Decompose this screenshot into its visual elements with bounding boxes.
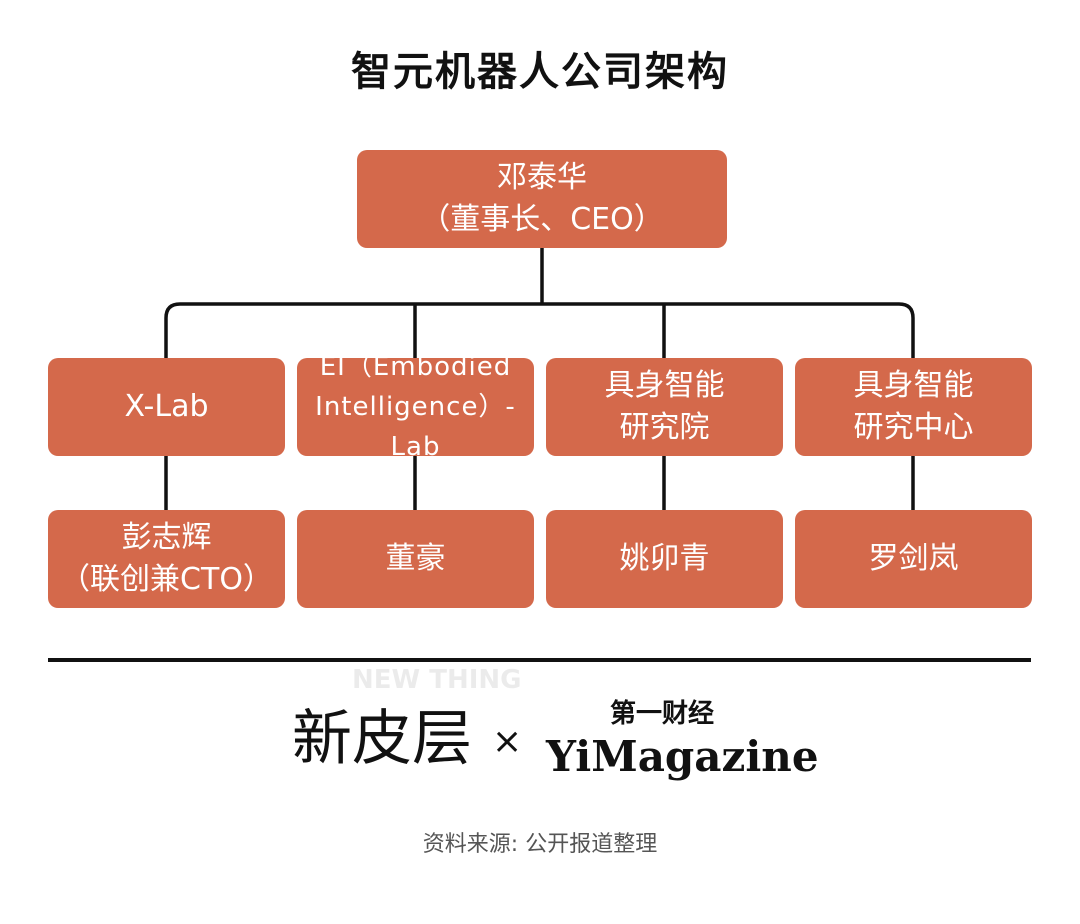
lead-role: （联创兼CTO） (60, 562, 273, 597)
branch-connector (164, 302, 915, 358)
lead-node: 董豪 (297, 510, 534, 608)
unit-label: 具身智能 (853, 368, 974, 403)
unit-node-x-lab: X-Lab (48, 358, 285, 456)
unit-label: X-Lab (124, 389, 209, 424)
yicai-logo-cn: 第一财经 (610, 699, 715, 729)
lead-name: 罗剑岚 (868, 541, 959, 576)
lead-node: 罗剑岚 (795, 510, 1032, 608)
yimagazine-logo: YiMagazine (546, 732, 819, 781)
unit-node-center: 具身智能 研究中心 (795, 358, 1032, 456)
root-role: （董事长、CEO） (420, 202, 664, 237)
unit-node-ei-lab: EI（Embodied Intelligence）-Lab (297, 352, 534, 462)
lead-node: 彭志辉 （联创兼CTO） (48, 510, 285, 608)
unit-label: 具身智能 (604, 368, 725, 403)
unit-node-institute: 具身智能 研究院 (546, 358, 783, 456)
unit-label: 研究院 (619, 410, 710, 445)
divider (48, 658, 1031, 662)
unit-label: 研究中心 (853, 410, 974, 445)
chart-title: 智元机器人公司架构 (351, 49, 729, 95)
lead-name: 姚卯青 (619, 541, 710, 576)
logo-tag: NEW THING (352, 665, 522, 695)
unit-label: EI（Embodied (319, 352, 512, 382)
unit-label: Intelligence）-Lab (315, 392, 516, 462)
lead-name: 彭志辉 (121, 520, 212, 555)
lead-node: 姚卯青 (546, 510, 783, 608)
source-note: 资料来源: 公开报道整理 (422, 832, 658, 857)
lead-name: 董豪 (385, 541, 446, 576)
times-separator: × (492, 721, 523, 762)
root-node: 邓泰华 （董事长、CEO） (357, 150, 727, 248)
xinpiceng-logo: 新皮层 (292, 704, 472, 774)
root-name: 邓泰华 (497, 160, 587, 195)
